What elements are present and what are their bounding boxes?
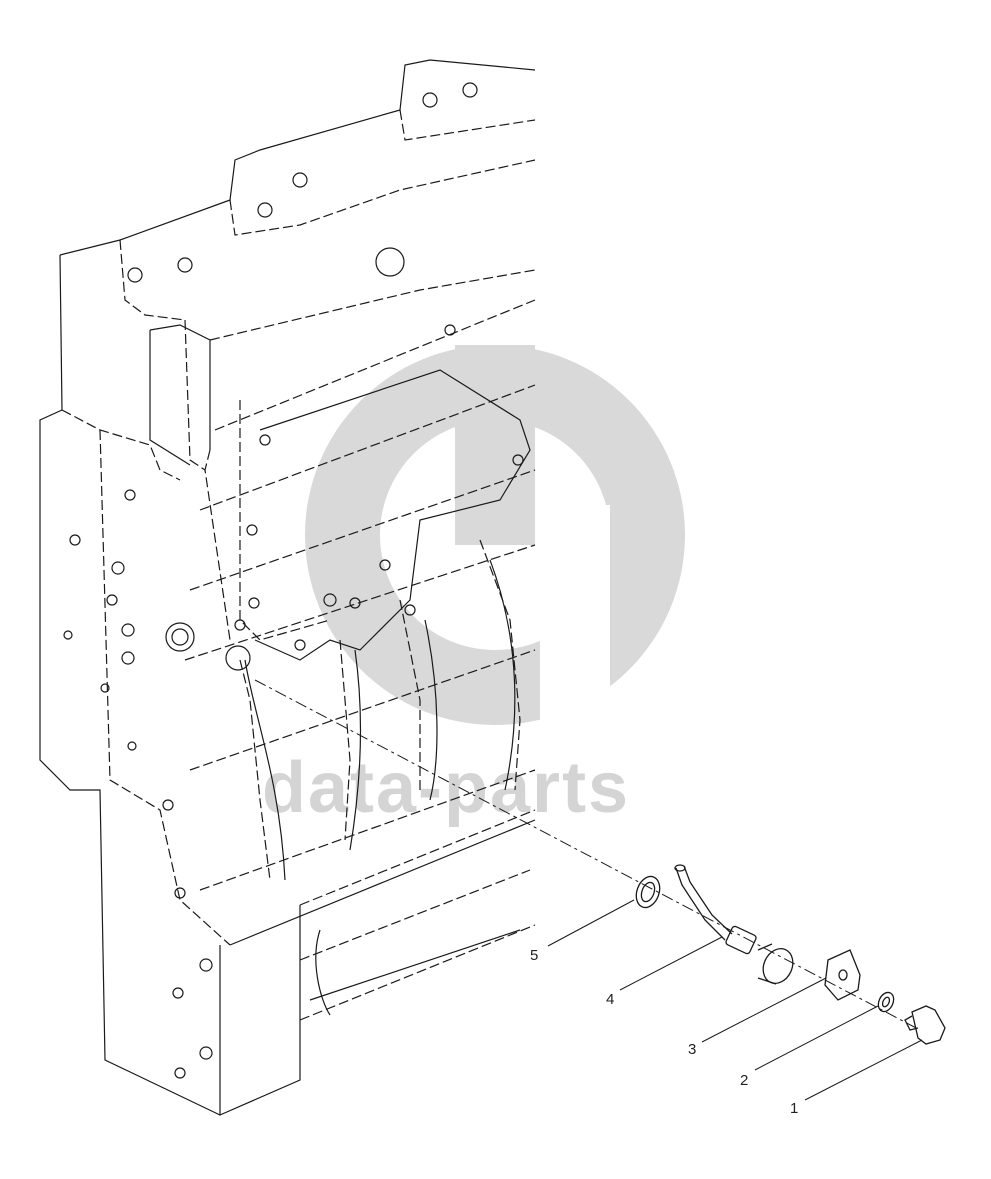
leader-lines	[547, 899, 923, 1101]
callout-1: 1	[790, 1100, 798, 1117]
plate-part	[824, 949, 861, 1001]
callout-3: 3	[688, 1041, 696, 1058]
engine-block-drawing	[39, 59, 536, 1116]
watermark-logo: data-parts	[262, 345, 685, 828]
callout-5: 5	[530, 947, 538, 964]
sealing-ring-part	[635, 875, 661, 909]
bolt-part	[904, 1005, 946, 1045]
callout-labels: 1 2 3 4 5	[530, 947, 798, 1117]
callout-2: 2	[740, 1072, 748, 1089]
cooling-nozzle-part	[674, 864, 794, 985]
washer-part	[877, 991, 895, 1013]
explode-axis-line	[254, 679, 921, 1031]
callout-4: 4	[606, 991, 614, 1008]
watermark-text: data-parts	[262, 748, 630, 828]
